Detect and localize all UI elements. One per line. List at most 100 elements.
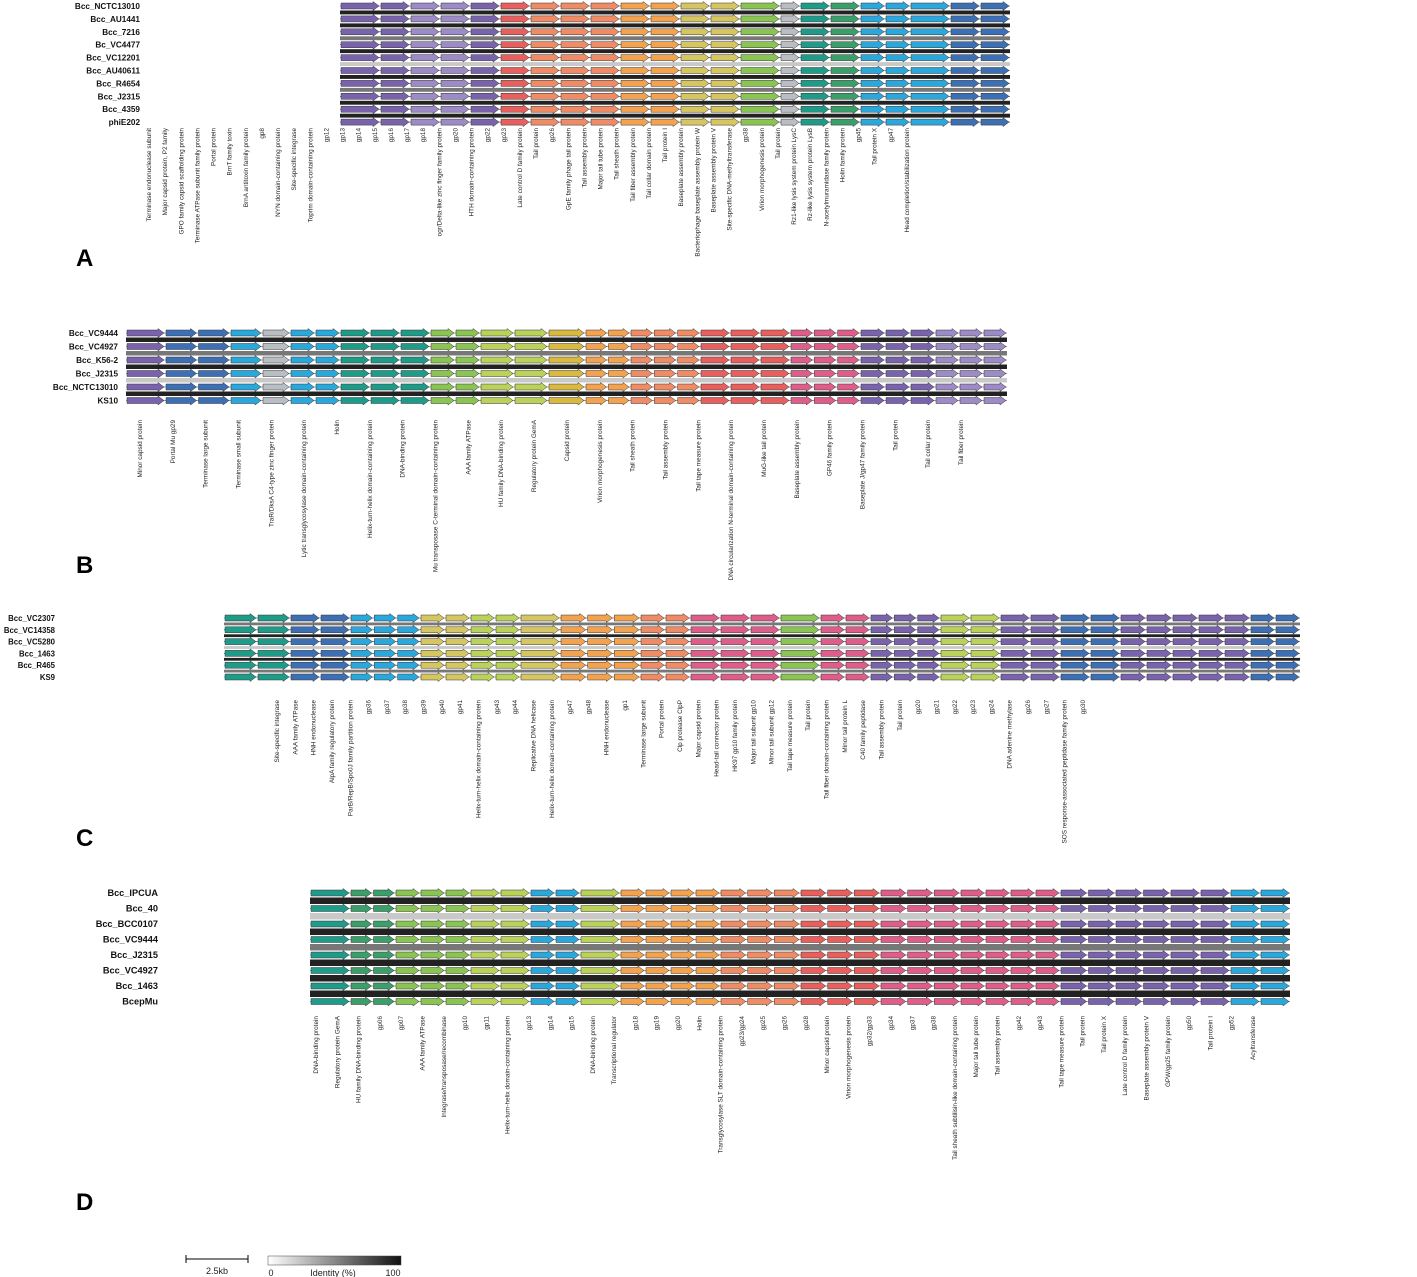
gene-arrow (800, 996, 827, 1007)
gene-arrow (700, 382, 730, 392)
gene-arrow (630, 382, 653, 392)
genome-label: Bc_VC4477 (95, 41, 140, 50)
gene-arrow (747, 965, 773, 976)
similarity-band (310, 975, 1290, 982)
gene-arrow (1035, 950, 1060, 960)
gene-label: gp13 (526, 1016, 533, 1031)
gene-arrow (695, 919, 720, 929)
gene-arrow (670, 950, 695, 960)
gene-label: Tail protein (897, 700, 904, 731)
gene-arrow (310, 965, 350, 976)
gene-label: gp14 (356, 128, 363, 143)
gene-label: gp20 (915, 700, 922, 715)
gene-arrow (445, 624, 470, 635)
gene-arrow (894, 672, 917, 682)
gene-arrow (790, 382, 813, 392)
gene-label: Portal protein (659, 700, 666, 738)
gene-arrow (374, 660, 397, 671)
gene-arrow (608, 395, 630, 406)
gene-arrow (430, 382, 455, 392)
gene-arrow (747, 950, 773, 960)
gene-arrow (470, 903, 500, 914)
gene-arrow (747, 888, 773, 898)
gene-arrow (1170, 919, 1200, 929)
gene-arrow (885, 382, 910, 392)
gene-label: HU family DNA-binding protein (356, 1016, 363, 1103)
gene-arrow (555, 981, 580, 991)
gene-arrow (445, 888, 470, 898)
genome-label: phiE202 (109, 118, 141, 127)
gene-label: gp30 (1080, 700, 1087, 715)
gene-arrow (380, 1, 410, 11)
gene-arrow (1260, 919, 1290, 929)
gene-arrow (350, 996, 372, 1007)
gene-arrow (827, 950, 853, 960)
gene-arrow (560, 78, 590, 89)
gene-arrow (1060, 624, 1090, 635)
gene-label: TraR/DksA C4-type zinc finger protein (268, 420, 275, 527)
similarity-band (310, 944, 1290, 951)
gene-arrow (370, 328, 400, 338)
gene-arrow (650, 65, 680, 76)
gene-arrow (380, 117, 410, 128)
gene-arrow (320, 660, 350, 671)
gene-arrow (370, 382, 400, 392)
gene-arrow (885, 104, 910, 115)
gene-label: gp47 (888, 128, 895, 143)
gene-arrow (934, 950, 960, 960)
gene-arrow (445, 648, 470, 659)
gene-arrow (262, 355, 290, 365)
gene-arrow (983, 328, 1007, 338)
gene-arrow (380, 104, 410, 115)
gene-arrow (257, 624, 290, 635)
gene-label: Tail assembly protein (879, 700, 886, 760)
gene-arrow (720, 636, 750, 647)
scale-bar: 2.5kb (185, 1255, 249, 1276)
gene-arrow (907, 919, 933, 929)
gene-arrow (654, 382, 677, 392)
gene-arrow (555, 934, 580, 945)
gene-label: Helix-turn-helix domain-containing prote… (367, 420, 374, 538)
gene-arrow (677, 328, 700, 338)
gene-label: Minor tail protein L (842, 700, 849, 753)
gene-arrow (1010, 996, 1035, 1007)
gene-label: Toprim domain-containing protein (307, 128, 314, 223)
gene-arrow (780, 1, 800, 11)
gene-arrow (470, 91, 500, 102)
gene-arrow (126, 368, 165, 379)
gene-arrow (380, 26, 410, 37)
gene-arrow (560, 636, 587, 647)
gene-label: BrnA antitoxin family protein (243, 128, 250, 208)
gene-arrow (827, 996, 853, 1007)
gene-arrow (695, 934, 720, 945)
gene-arrow (1090, 660, 1120, 671)
gene-label: Portal protein (211, 128, 218, 166)
gene-arrow (1260, 981, 1290, 991)
gene-arrow (1260, 950, 1290, 960)
gene-arrow (530, 78, 560, 89)
gene-arrow (1250, 648, 1275, 659)
gene-arrow (520, 648, 560, 659)
gene-arrow (500, 950, 530, 960)
gene-arrow (500, 117, 530, 128)
gene-arrow (585, 368, 607, 379)
gene-arrow (1250, 636, 1275, 647)
gene-arrow (614, 648, 640, 659)
gene-label: gp44 (512, 700, 519, 715)
gene-arrow (670, 996, 695, 1007)
gene-label: Tail sheath subtilisin-like domain-conta… (952, 1016, 959, 1160)
gene-label: ogr/Delta-like zinc finger family protei… (436, 128, 443, 237)
gene-arrow (310, 903, 350, 914)
gene-arrow (837, 341, 860, 352)
gene-label: gp1 (622, 700, 629, 711)
identity-max: 100 (385, 1268, 400, 1277)
similarity-band (126, 351, 1007, 356)
gene-arrow (720, 660, 750, 671)
genome-label: Bcc_VC4927 (69, 343, 119, 352)
gene-arrow (1030, 636, 1060, 647)
gene-arrow (1000, 660, 1030, 671)
gene-arrow (980, 26, 1010, 37)
genome-label: Bcc_VC4927 (103, 966, 158, 976)
gene-arrow (860, 78, 885, 89)
